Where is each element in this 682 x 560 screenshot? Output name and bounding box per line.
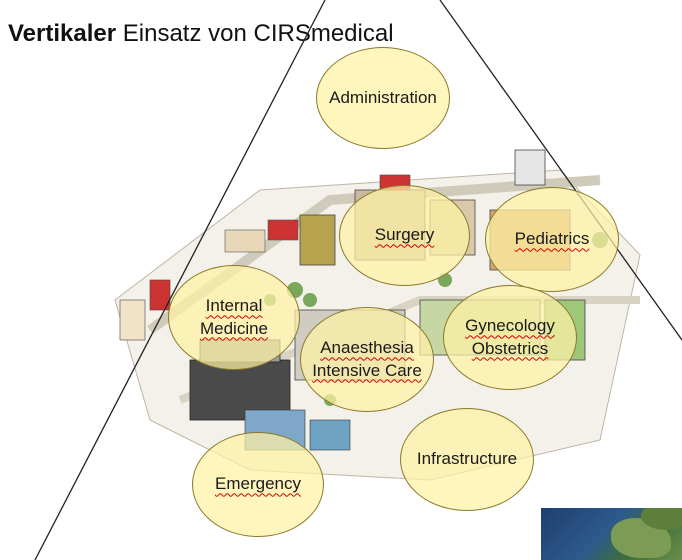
circle-infrastructure: Infrastructure bbox=[400, 408, 534, 511]
circle-internal-medicine: Internal Medicine bbox=[168, 265, 300, 370]
funnel-line-left bbox=[34, 0, 326, 560]
label-emergency: Emergency bbox=[215, 474, 301, 494]
label-gynecology-obstetrics: Gynecology Obstetrics bbox=[465, 316, 555, 358]
title-rest: Einsatz von CIRSmedical bbox=[116, 20, 394, 47]
label-administration: Administration bbox=[329, 87, 437, 107]
circle-emergency: Emergency bbox=[192, 432, 324, 537]
label-anaesthesia-intensive-care: Anaesthesia Intensive Care bbox=[312, 338, 422, 380]
circle-administration: Administration bbox=[316, 47, 450, 149]
circle-anaesthesia-intensive-care: Anaesthesia Intensive Care bbox=[300, 307, 434, 412]
circle-surgery: Surgery bbox=[339, 185, 470, 286]
circle-gynecology-obstetrics: Gynecology Obstetrics bbox=[443, 285, 577, 390]
label-internal-medicine: Internal Medicine bbox=[199, 296, 269, 338]
circle-pediatrics: Pediatrics bbox=[485, 187, 619, 292]
label-pediatrics: Pediatrics bbox=[514, 229, 590, 249]
title-bold: Vertikaler bbox=[8, 20, 117, 47]
slide-title: Vertikaler Einsatz von CIRSmedical bbox=[8, 20, 394, 48]
label-infrastructure: Infrastructure bbox=[416, 449, 518, 469]
label-surgery: Surgery bbox=[374, 225, 435, 245]
satellite-map-thumbnail bbox=[541, 508, 682, 560]
funnel-line-right bbox=[439, 0, 682, 341]
map-land-2 bbox=[641, 508, 682, 530]
